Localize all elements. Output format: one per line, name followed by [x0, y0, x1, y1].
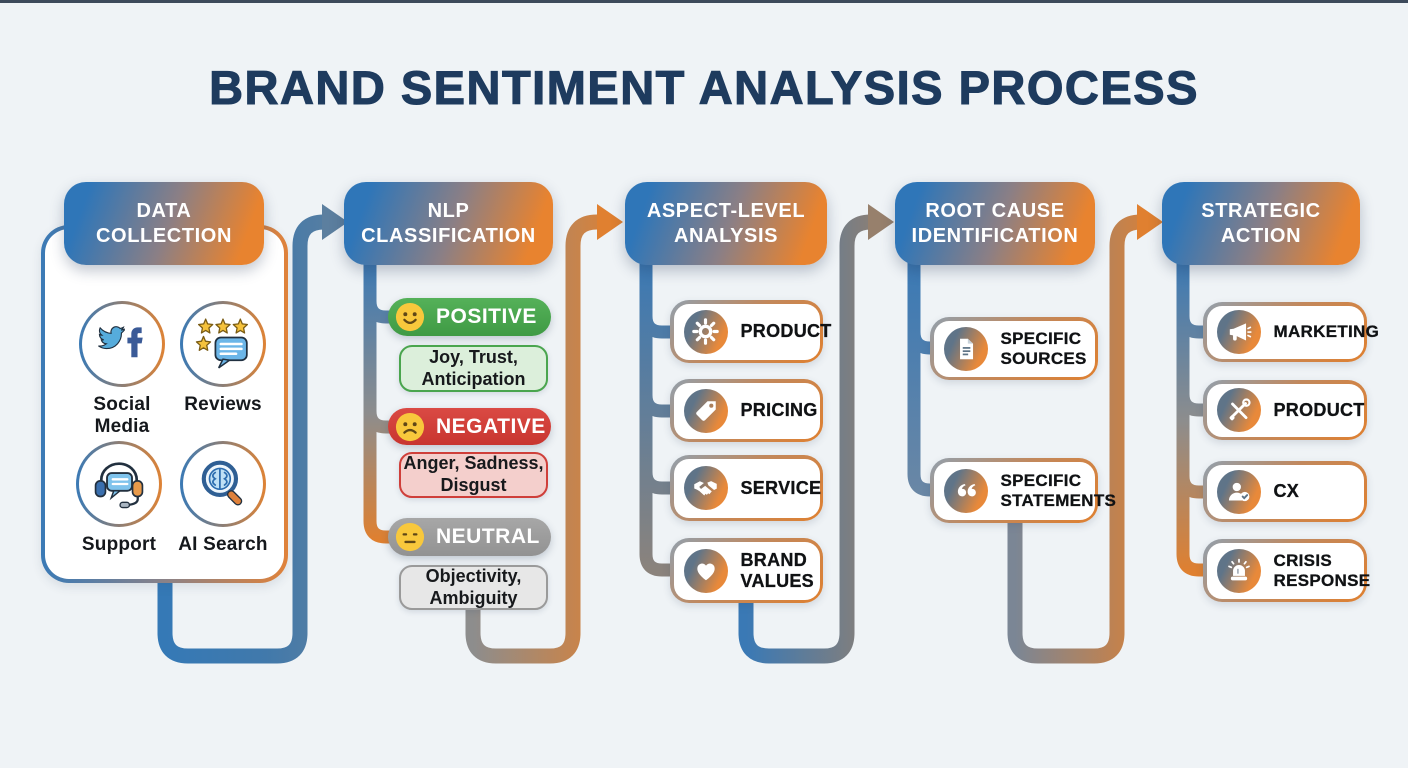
- sad-face-icon: [395, 412, 425, 441]
- source-label: Reviews: [184, 394, 262, 415]
- price-tag-icon: [683, 388, 728, 433]
- stage-header-nlp-classification: NLP CLASSIFICATION: [344, 182, 553, 265]
- sentiment-label: POSITIVE: [436, 305, 537, 328]
- stage-header-data-collection: DATA COLLECTION: [64, 182, 264, 265]
- spine-root-cause: [907, 258, 937, 497]
- connector-4-5: [1007, 214, 1149, 664]
- sentiment-positive: POSITIVE: [388, 298, 551, 336]
- arrowhead-3-4: [868, 204, 894, 240]
- aspect-pricing: PRICING: [670, 379, 823, 442]
- heart-icon: [683, 548, 728, 593]
- aspect-product: PRODUCT: [670, 300, 831, 363]
- sentiment-neutral: NEUTRAL: [388, 518, 551, 556]
- support-icon: [94, 462, 144, 509]
- spine-aspect: [639, 258, 674, 577]
- stage-header-aspect-level-analysis: ASPECT-LEVEL ANALYSIS: [625, 182, 827, 265]
- siren-icon: [1216, 548, 1261, 593]
- sentiment-label: NEGATIVE: [436, 414, 546, 438]
- aspect-label: PRODUCT: [740, 321, 832, 342]
- action-label: PRODUCT: [1273, 399, 1365, 420]
- source-ai-search: AI Search: [167, 441, 279, 556]
- spine-strategic: [1176, 258, 1208, 577]
- page-title: BRAND SENTIMENT ANALYSIS PROCESS: [209, 60, 1199, 114]
- ai-search-icon: [201, 460, 243, 506]
- action-crisis-response: CRISIS RESPONSE: [1203, 539, 1371, 602]
- source-support: Support: [63, 441, 175, 556]
- aspect-label: BRAND VALUES: [740, 550, 814, 591]
- person-check-icon: [1216, 469, 1261, 514]
- root-cause-label: SPECIFIC STATEMENTS: [1000, 471, 1117, 510]
- aspect-label: SERVICE: [740, 477, 822, 498]
- action-label: CX: [1273, 481, 1300, 502]
- action-marketing: MARKETING: [1203, 302, 1379, 362]
- root-cause-specific-statements: SPECIFIC STATEMENTS: [930, 458, 1116, 523]
- happy-face-icon: [395, 302, 425, 332]
- document-icon: [943, 326, 988, 371]
- social-media-icon: [98, 326, 143, 358]
- action-label: MARKETING: [1273, 322, 1380, 342]
- source-social-media: Social Media: [66, 301, 178, 438]
- stage-header-root-cause-identification: ROOT CAUSE IDENTIFICATION: [895, 182, 1095, 265]
- aspect-brand-values: BRAND VALUES: [670, 538, 823, 603]
- action-cx: CX: [1203, 461, 1367, 522]
- action-label: CRISIS RESPONSE: [1273, 551, 1371, 590]
- aspect-label: PRICING: [740, 400, 818, 421]
- gear-icon: [683, 309, 728, 354]
- connector-3-4: [738, 214, 879, 664]
- handshake-icon: [683, 466, 728, 510]
- action-product: PRODUCT: [1203, 380, 1367, 440]
- data-collection-panel: Social Media Reviews: [41, 225, 288, 583]
- root-cause-specific-sources: SPECIFIC SOURCES: [930, 317, 1098, 380]
- connector-1-2: [157, 214, 332, 664]
- connector-2-3: [465, 214, 605, 664]
- tools-icon: [1216, 388, 1261, 432]
- sentiment-negative: NEGATIVE: [388, 408, 551, 445]
- source-label: Support: [81, 534, 157, 555]
- arrowhead-1-2: [322, 204, 348, 240]
- megaphone-icon: [1216, 310, 1261, 354]
- neutral-emotions: Objectivity, Ambiguity: [399, 565, 548, 610]
- sentiment-label: NEUTRAL: [436, 525, 540, 548]
- source-label: AI Search: [178, 534, 268, 555]
- aspect-service: SERVICE: [670, 455, 823, 521]
- spine-nlp: [363, 258, 393, 544]
- positive-emotions: Joy, Trust, Anticipation: [399, 345, 548, 392]
- reviews-icon: [195, 318, 249, 369]
- arrowhead-4-5: [1137, 204, 1163, 240]
- top-edge-strip: [0, 0, 1408, 3]
- source-label: Social Media: [93, 394, 151, 437]
- source-reviews: Reviews: [167, 301, 279, 416]
- root-cause-label: SPECIFIC SOURCES: [1000, 329, 1087, 368]
- quote-icon: [943, 468, 988, 513]
- stage-header-strategic-action: STRATEGIC ACTION: [1162, 182, 1360, 265]
- neutral-face-icon: [395, 522, 425, 552]
- arrowhead-2-3: [597, 204, 623, 240]
- negative-emotions: Anger, Sadness, Disgust: [399, 452, 548, 498]
